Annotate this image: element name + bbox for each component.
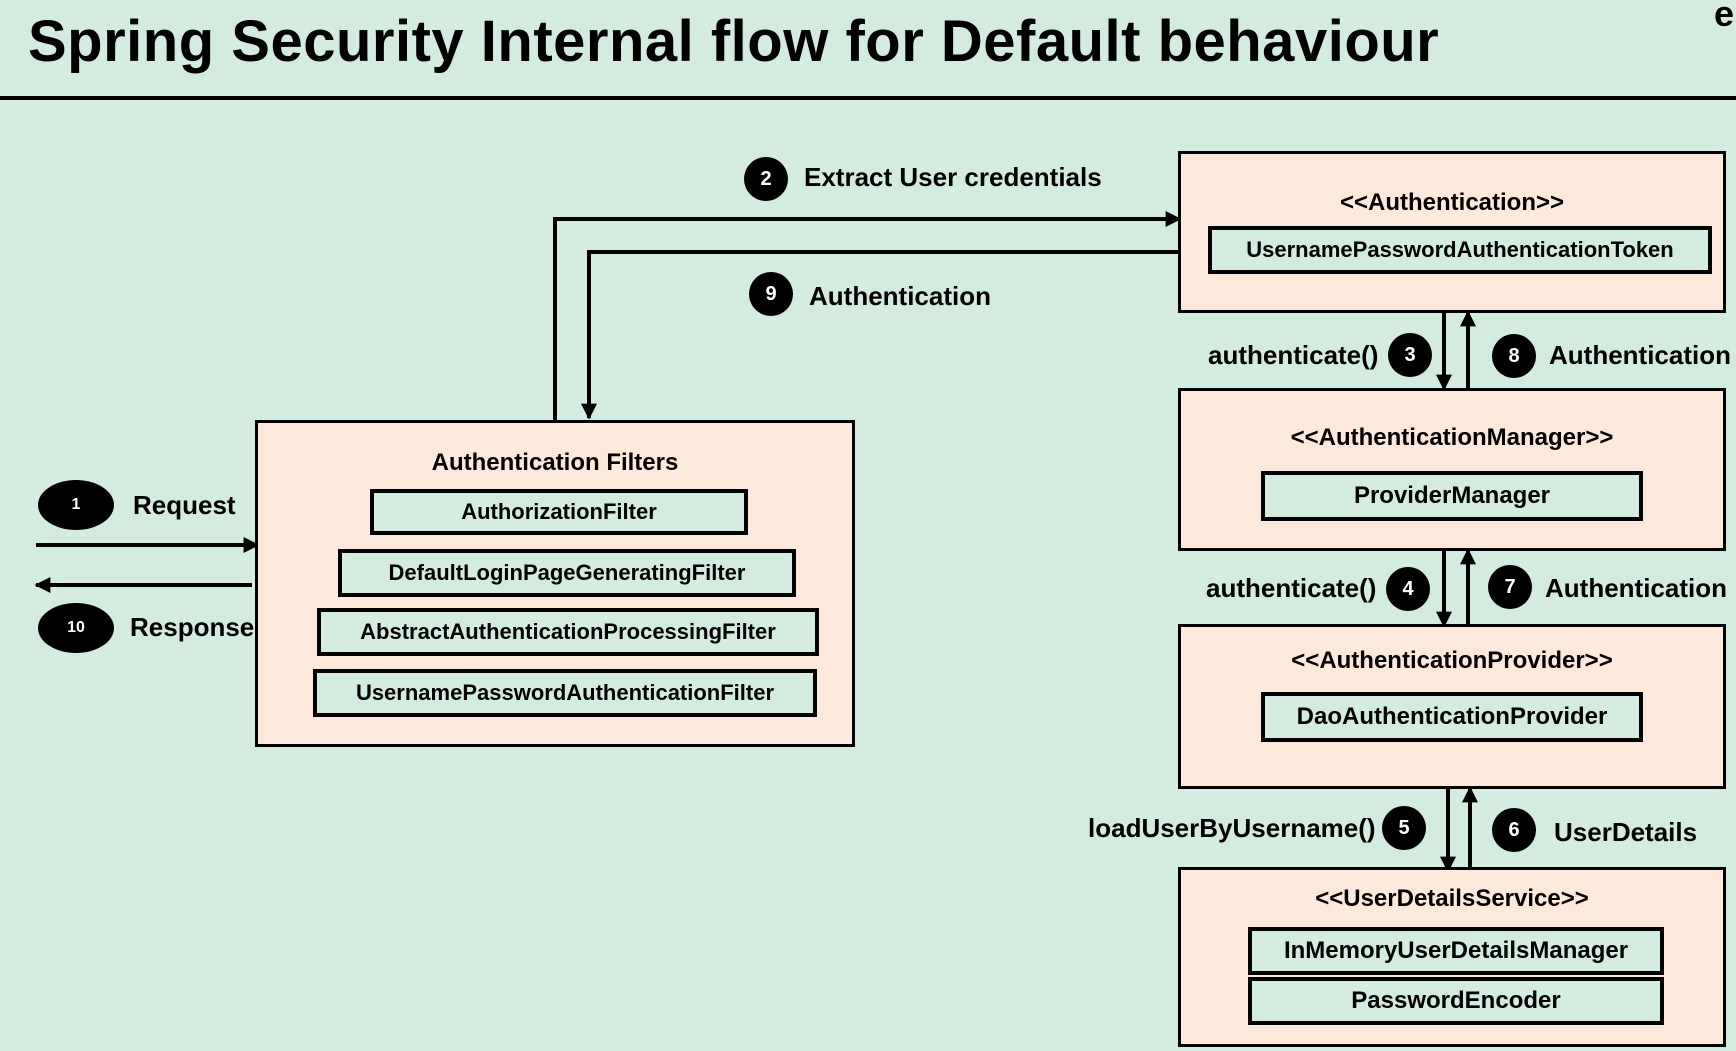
step-8-badge: 8	[1492, 334, 1536, 378]
abstract-authentication-processing-filter: AbstractAuthenticationProcessingFilter	[317, 608, 819, 656]
step-3-label: authenticate()	[1208, 340, 1379, 370]
in-memory-user-details-manager: InMemoryUserDetailsManager	[1248, 927, 1664, 975]
step-2-badge: 2	[744, 157, 788, 201]
step-1-badge: 1	[38, 480, 114, 530]
step-10-badge: 10	[38, 603, 114, 653]
clipped-corner-text: e b	[1714, 0, 1736, 28]
authentication-box: <<Authentication>> UsernamePasswordAuthe…	[1178, 151, 1726, 313]
step-5-badge: 5	[1382, 806, 1426, 850]
step-9-badge: 9	[749, 272, 793, 316]
step-6-badge: 6	[1492, 808, 1536, 852]
authentication-manager-box: <<AuthenticationManager>> ProviderManage…	[1178, 388, 1726, 551]
step-5-label: loadUserByUsername()	[1088, 813, 1376, 843]
authorization-filter: AuthorizationFilter	[370, 489, 748, 535]
provider-manager: ProviderManager	[1261, 471, 1643, 521]
step-9-label: Authentication	[809, 281, 991, 311]
step-7-label: Authentication	[1545, 573, 1727, 603]
step-3-badge: 3	[1388, 333, 1432, 377]
user-details-service-box-title: <<UserDetailsService>>	[1315, 885, 1589, 912]
step-4-label: authenticate()	[1206, 573, 1377, 603]
filters-box-title: Authentication Filters	[431, 449, 679, 476]
authentication-return-arrow	[581, 250, 1180, 420]
step-4-badge: 4	[1386, 567, 1430, 611]
page-title: Spring Security Internal flow for Defaul…	[28, 9, 1440, 74]
password-encoder: PasswordEncoder	[1248, 977, 1664, 1025]
step-2-label: Extract User credentials	[804, 162, 1102, 192]
request-label: Request	[133, 490, 236, 520]
title-divider	[0, 96, 1736, 100]
authentication-manager-box-title: <<AuthenticationManager>>	[1290, 424, 1614, 451]
username-password-authentication-token: UsernamePasswordAuthenticationToken	[1208, 226, 1712, 274]
step-6-label: UserDetails	[1554, 817, 1698, 847]
dao-authentication-provider: DaoAuthenticationProvider	[1261, 692, 1643, 742]
step-8-label: Authentication	[1549, 340, 1731, 370]
authentication-filters-box: Authentication Filters AuthorizationFilt…	[255, 420, 855, 747]
response-label: Response	[130, 612, 255, 642]
extract-credentials-arrow	[553, 211, 1182, 420]
username-password-authentication-filter: UsernamePasswordAuthenticationFilter	[313, 669, 817, 717]
authentication-box-title: <<Authentication>>	[1339, 189, 1565, 216]
user-details-service-box: <<UserDetailsService>> InMemoryUserDetai…	[1178, 867, 1726, 1047]
step-7-badge: 7	[1488, 565, 1532, 609]
authentication-provider-box-title: <<AuthenticationProvider>>	[1291, 647, 1613, 674]
default-login-page-generating-filter: DefaultLoginPageGeneratingFilter	[338, 549, 796, 597]
authentication-provider-box: <<AuthenticationProvider>> DaoAuthentica…	[1178, 624, 1726, 789]
